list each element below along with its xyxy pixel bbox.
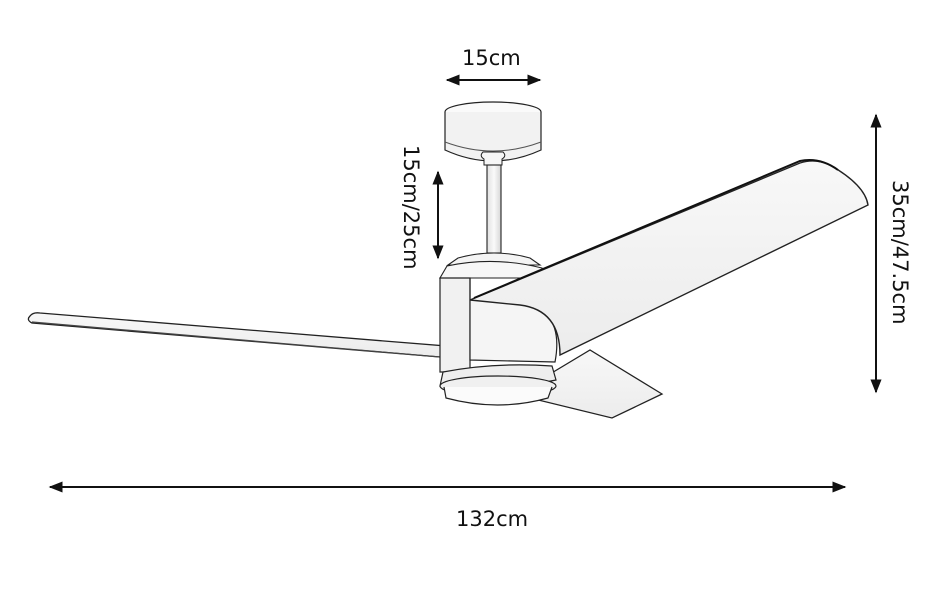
blade-span-label: 132cm xyxy=(456,507,529,531)
downrod xyxy=(486,164,502,254)
blade-right xyxy=(469,159,869,357)
downrod-length-label: 15cm/25cm xyxy=(399,145,423,270)
blade-left xyxy=(27,312,448,358)
canopy-width-label: 15cm xyxy=(462,46,521,70)
light-kit xyxy=(439,364,557,406)
canopy xyxy=(444,101,542,166)
overall-height-label: 35cm/47.5cm xyxy=(888,180,912,325)
